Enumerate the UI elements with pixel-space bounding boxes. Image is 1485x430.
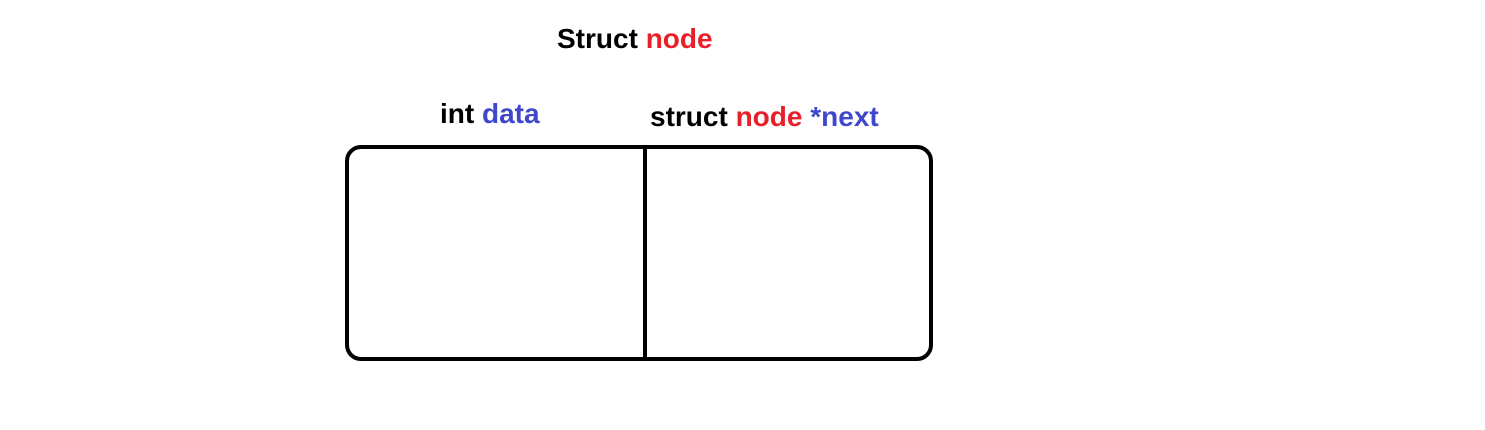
- next-field-label: struct node *next: [650, 103, 879, 131]
- data-field-label: int data: [440, 100, 540, 128]
- data-cell: [349, 149, 643, 357]
- cell-divider: [643, 149, 647, 357]
- next-pointer-cell: [647, 149, 929, 357]
- next-field-pointer-name: *next: [810, 101, 879, 132]
- next-field-keyword: struct: [650, 101, 728, 132]
- struct-name: node: [645, 23, 713, 54]
- next-field-type-name: node: [735, 101, 803, 132]
- struct-keyword: Struct: [557, 23, 638, 54]
- data-field-name: data: [482, 98, 540, 129]
- struct-title: Struct node: [557, 25, 713, 53]
- node-box: [345, 145, 933, 361]
- data-field-type: int: [440, 98, 475, 129]
